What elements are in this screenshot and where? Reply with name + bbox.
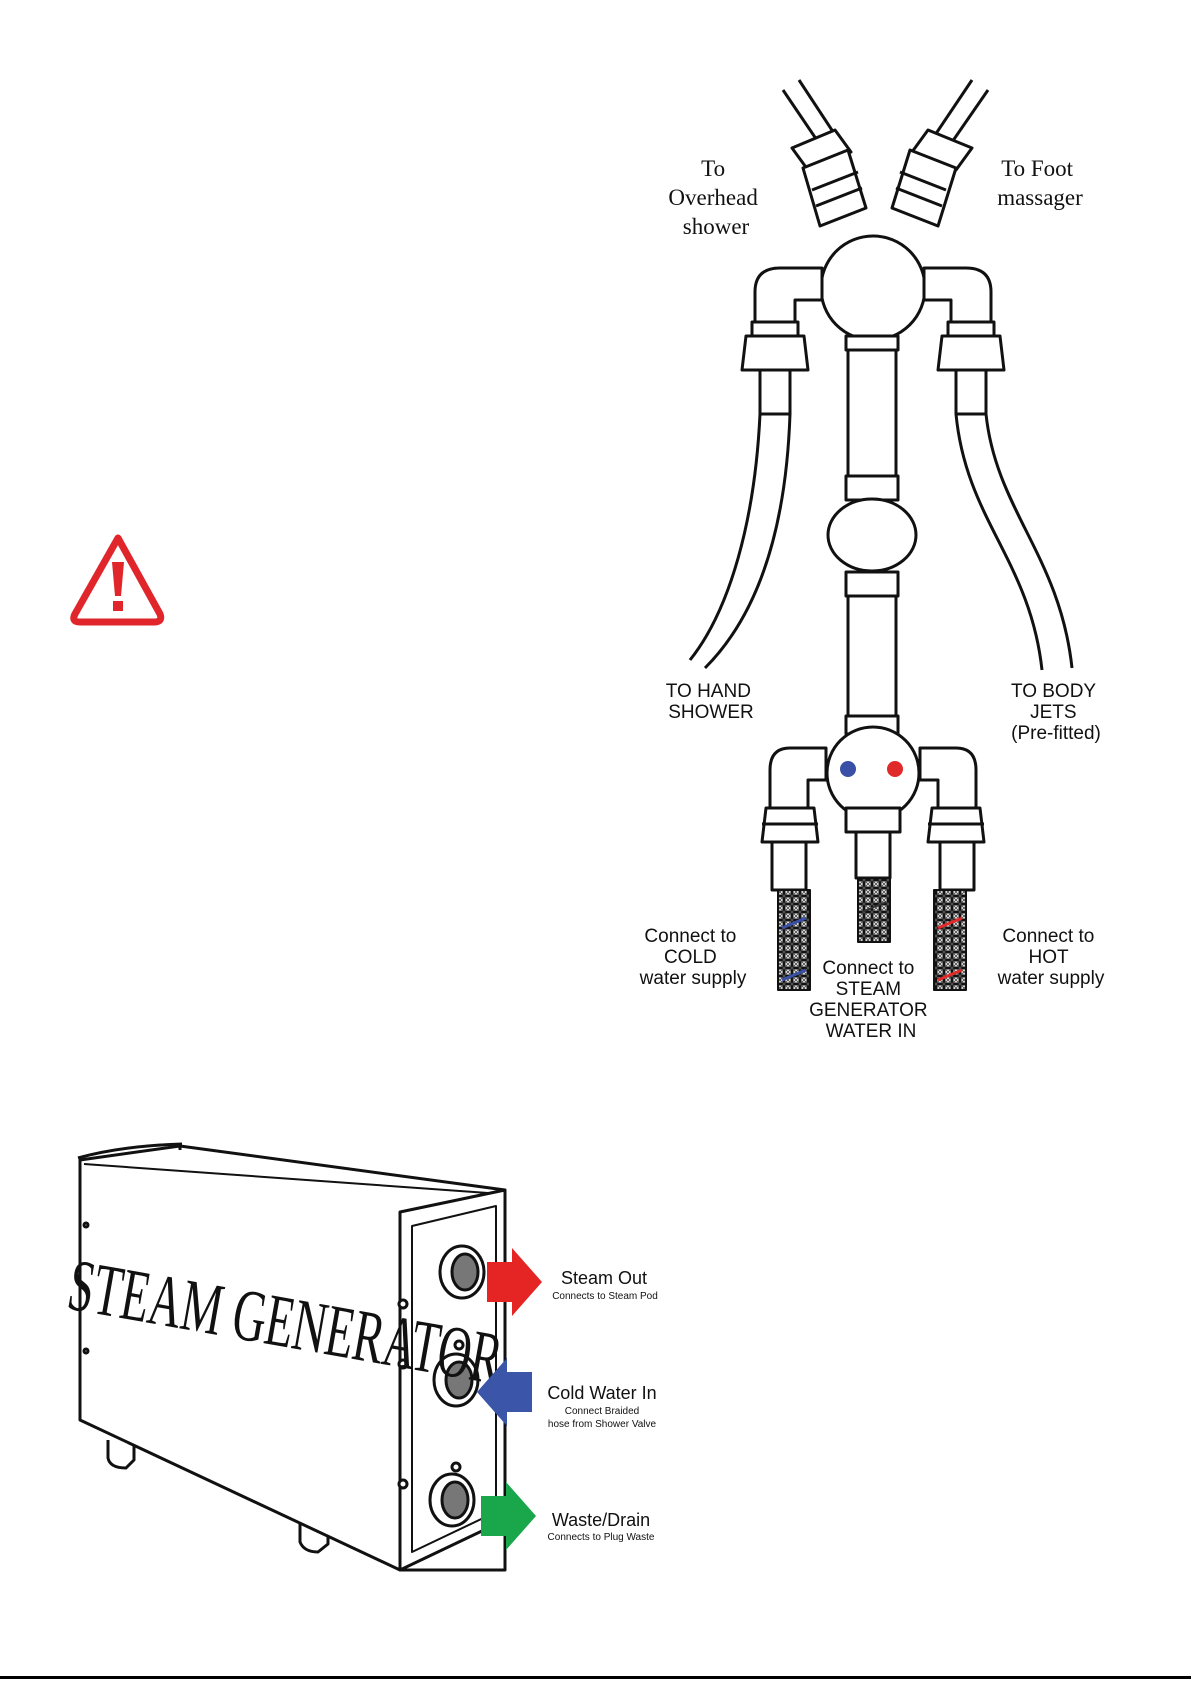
- cold-water-in-arrow-icon: [477, 1358, 532, 1426]
- diverter-body: [819, 234, 927, 342]
- steam-out-port: [438, 1244, 486, 1300]
- cold-water-in-subtitle-2: hose from Shower Valve: [548, 1419, 657, 1430]
- label-hot-supply: Connect to HOT water supply: [997, 926, 1105, 989]
- riser-pipe-lower: [846, 594, 898, 718]
- port-arrows: [477, 1248, 542, 1550]
- cold-indicator: [840, 761, 856, 777]
- label-overhead-shower: To Overhead shower: [668, 156, 763, 239]
- warning-triangle-icon: [70, 534, 165, 626]
- riser-pipe-upper: [846, 334, 898, 478]
- port-labels: Steam Out Connects to Steam Pod Cold Wat…: [547, 1268, 658, 1543]
- steam-generator-illustration: [77, 1142, 507, 1572]
- waste-drain-arrow-icon: [481, 1482, 536, 1550]
- waste-drain-subtitle: Connects to Plug Waste: [548, 1532, 655, 1543]
- hand-shower-elbow: [740, 266, 824, 416]
- steam-generator-braided-hose: [854, 830, 892, 943]
- label-steam-generator-in: Connect to STEAM GENERATOR WATER IN: [809, 958, 933, 1042]
- waste-drain-port: [428, 1472, 476, 1528]
- shower-valve-diagram: [688, 79, 1074, 991]
- label-foot-massager: To Foot massager: [997, 156, 1083, 210]
- label-hand-shower: TO HAND SHOWER: [666, 681, 756, 723]
- hot-indicator: [887, 761, 903, 777]
- label-cold-supply: Connect to COLD water supply: [639, 926, 747, 989]
- label-body-jets: TO BODY JETS (Pre-fitted): [1011, 681, 1101, 744]
- page-bottom-rule: [0, 1676, 1191, 1679]
- waste-drain-title: Waste/Drain: [552, 1510, 650, 1530]
- cold-water-in-title: Cold Water In: [547, 1383, 656, 1403]
- steam-out-subtitle: Connects to Steam Pod: [552, 1291, 658, 1302]
- valve-labels: To Overhead shower To Foot massager TO H…: [639, 156, 1105, 1042]
- hot-braided-hose: [933, 840, 976, 991]
- thermostatic-mixer: [760, 725, 986, 844]
- cold-water-in-port: [432, 1352, 480, 1408]
- overhead-hose: [781, 79, 868, 228]
- riser-coupler: [826, 497, 918, 573]
- body-jets-elbow: [922, 266, 1006, 416]
- steam-out-title: Steam Out: [561, 1268, 647, 1288]
- foot-massager-hose: [890, 79, 990, 228]
- steam-out-arrow-icon: [487, 1248, 542, 1316]
- cold-braided-hose: [770, 840, 811, 991]
- cold-water-in-subtitle-1: Connect Braided: [565, 1406, 640, 1417]
